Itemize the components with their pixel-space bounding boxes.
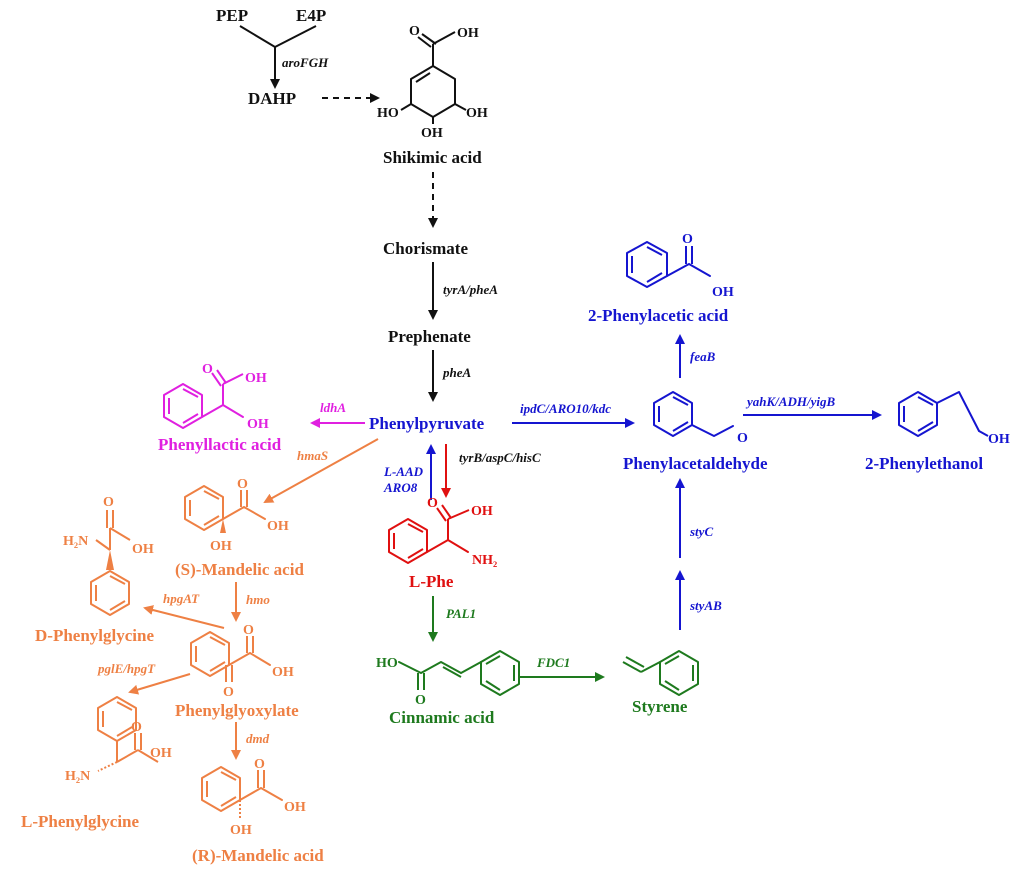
- red-pathway: tyrB/aspC/hisC O OH NH₂ L-Phe: [388, 444, 541, 591]
- s-mandelic-acid-label: (S)-Mandelic acid: [175, 560, 304, 579]
- styc-label: styC: [689, 524, 713, 539]
- cinnamic-acid-structure: HO O: [376, 650, 520, 708]
- l-phe-structure: O OH NH₂: [388, 496, 497, 568]
- cinnamic-o: O: [415, 693, 426, 708]
- l-phe-o: O: [427, 496, 438, 511]
- acetaldehyde-o: O: [737, 431, 748, 446]
- s-mandelic-o: O: [237, 477, 248, 492]
- hpgat-arrow: [143, 605, 225, 629]
- phenylglyoxylate-oh: OH: [272, 665, 294, 680]
- phenyllactic-acid-label: Phenyllactic acid: [158, 435, 282, 454]
- dahp-label: DAHP: [248, 89, 296, 108]
- pep-label: PEP: [216, 6, 248, 25]
- phenylethanol-structure: OH: [898, 391, 1010, 447]
- pep-e4p-merge: [239, 25, 317, 49]
- pgle-label: pglE/hpgT: [97, 661, 156, 676]
- aro8-label: ARO8: [383, 480, 418, 495]
- blue-pathway: Phenylpyruvate ipdC/ARO10/kdc O Phenylac…: [369, 232, 1010, 630]
- cinnamic-acid-label: Cinnamic acid: [389, 708, 495, 727]
- chorismate-label: Chorismate: [383, 239, 468, 258]
- r-mandelic-structure: O OH OH: [201, 757, 306, 838]
- arofgh-label: aroFGH: [282, 55, 329, 70]
- phenylglyoxylate-o-bottom: O: [223, 685, 234, 700]
- green-pathway: PAL1 HO O Cinnamic acid FDC1 Styrene: [376, 596, 699, 727]
- shikimic-oh-bottom: OH: [421, 126, 443, 141]
- shikimic-oh-right: OH: [466, 106, 488, 121]
- dmd-label: dmd: [246, 731, 270, 746]
- s-mandelic-oh: OH: [210, 539, 232, 554]
- d-phenylglycine-h2n: H₂N: [63, 534, 88, 549]
- phenyllactic-oh: OH: [247, 417, 269, 432]
- phenylglyoxylate-label: Phenylglyoxylate: [175, 701, 299, 720]
- prephenate-label: Prephenate: [388, 327, 471, 346]
- pal1-label: PAL1: [446, 606, 476, 621]
- phenylacetic-acid-label: 2-Phenylacetic acid: [588, 306, 729, 325]
- l-phenylglycine-label: L-Phenylglycine: [21, 812, 140, 831]
- upper-pathway: PEP E4P aroFGH DAHP O OH HO OH OH Shikim…: [216, 6, 498, 402]
- phenylacetic-o: O: [682, 232, 693, 247]
- d-phenylglycine-structure: H₂N O OH: [63, 495, 154, 616]
- styrene-label: Styrene: [632, 697, 688, 716]
- phenylacetic-oh: OH: [712, 285, 734, 300]
- ldha-label: ldhA: [320, 400, 346, 415]
- phenyllactic-acid-structure: O OH OH: [163, 362, 269, 432]
- shikimic-o: O: [409, 24, 420, 39]
- phenylethanol-oh: OH: [988, 432, 1010, 447]
- l-phenylglycine-oh: OH: [150, 746, 172, 761]
- e4p-label: E4P: [296, 6, 326, 25]
- phea-label: pheA: [442, 365, 472, 380]
- tyra-phea-label: tyrA/pheA: [443, 282, 498, 297]
- hmas-label: hmaS: [297, 448, 328, 463]
- d-phenylglycine-o: O: [103, 495, 114, 510]
- yahk-label: yahK/ADH/yigB: [745, 394, 835, 409]
- ipdc-label: ipdC/ARO10/kdc: [520, 401, 611, 416]
- r-mandelic-acid-label: (R)-Mandelic acid: [192, 846, 324, 865]
- l-phenylglycine-h2n: H₂N: [65, 769, 90, 784]
- phenyllactic-oh-top: OH: [245, 371, 267, 386]
- styrene-structure: [622, 650, 699, 696]
- feab-label: feaB: [690, 349, 716, 364]
- shikimic-oh: OH: [457, 26, 479, 41]
- pgle-arrow: [128, 673, 191, 695]
- d-phenylglycine-oh: OH: [132, 542, 154, 557]
- shikimic-acid-label: Shikimic acid: [383, 148, 482, 167]
- magenta-pathway: ldhA O OH OH Phenyllactic acid: [158, 362, 365, 454]
- phenylacetic-acid-structure: O OH: [626, 232, 734, 300]
- r-mandelic-oh-acid: OH: [284, 800, 306, 815]
- phenylethanol-label: 2-Phenylethanol: [865, 454, 983, 473]
- l-aad-label: L-AAD: [383, 464, 424, 479]
- l-phenylglycine-o: O: [131, 720, 142, 735]
- shikimic-acid-structure: O OH HO OH OH: [377, 24, 488, 141]
- phenylacetaldehyde-structure: O: [653, 391, 748, 446]
- r-mandelic-oh: OH: [230, 823, 252, 838]
- l-phenylglycine-structure: O OH H₂N: [65, 696, 172, 784]
- l-phe-nh2: NH₂: [472, 553, 497, 568]
- orange-pathway: hmaS O OH OH (S)-Mandelic acid hmo H₂N O: [21, 438, 379, 865]
- s-mandelic-structure: O OH OH: [184, 477, 289, 554]
- hmas-arrow: [263, 438, 379, 503]
- l-phe-oh: OH: [471, 504, 493, 519]
- phenyllactic-o: O: [202, 362, 213, 377]
- phenylglyoxylate-o-top: O: [243, 623, 254, 638]
- d-phenylglycine-label: D-Phenylglycine: [35, 626, 154, 645]
- hmo-label: hmo: [246, 592, 270, 607]
- styab-label: styAB: [689, 598, 722, 613]
- s-mandelic-oh-acid: OH: [267, 519, 289, 534]
- shikimic-ho-left: HO: [377, 106, 399, 121]
- hpgat-label: hpgAT: [163, 591, 200, 606]
- r-mandelic-o: O: [254, 757, 265, 772]
- cinnamic-ho: HO: [376, 656, 398, 671]
- l-phe-label: L-Phe: [409, 572, 454, 591]
- phenylglyoxylate-structure: O OH O: [190, 623, 294, 700]
- phenylpyruvate-label: Phenylpyruvate: [369, 414, 485, 433]
- phenylacetaldehyde-label: Phenylacetaldehyde: [623, 454, 768, 473]
- fdc1-label: FDC1: [536, 655, 570, 670]
- tyrb-label: tyrB/aspC/hisC: [459, 450, 541, 465]
